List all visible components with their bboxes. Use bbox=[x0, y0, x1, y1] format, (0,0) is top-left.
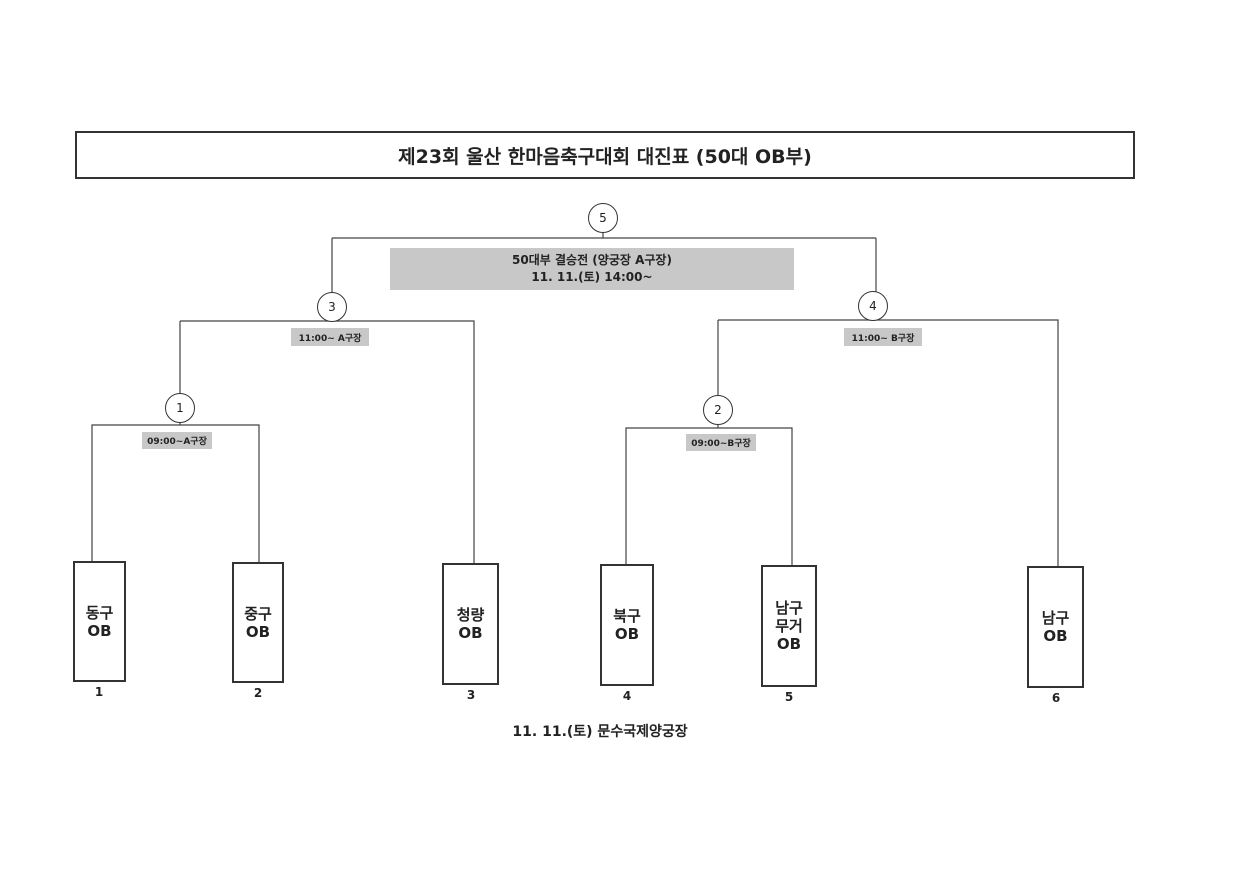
match-number-2: 2 bbox=[703, 395, 733, 425]
team-suffix-2: OB bbox=[776, 635, 802, 653]
team-name: 남구 bbox=[775, 599, 803, 617]
team-suffix: OB bbox=[1043, 627, 1068, 645]
team-name: 북구 bbox=[613, 607, 641, 625]
team-name: 청량 bbox=[456, 606, 485, 624]
team-box-1: 동구 OB bbox=[73, 561, 126, 682]
team-seed-2: 2 bbox=[253, 686, 263, 700]
match-4-label: 11:00~ B구장 bbox=[844, 328, 922, 346]
final-match-time: 11. 11.(토) 14:00~ bbox=[531, 270, 653, 284]
team-name: 남구 bbox=[1041, 609, 1070, 627]
bracket-line-match-3 bbox=[180, 320, 475, 563]
match-1-label: 09:00~A구장 bbox=[142, 432, 212, 449]
bracket-title: 제23회 울산 한마음축구대회 대진표 (50대 OB부) bbox=[75, 131, 1135, 179]
match-number-3: 3 bbox=[317, 292, 347, 322]
team-seed-4: 4 bbox=[622, 689, 632, 703]
team-box-2: 중구 OB bbox=[232, 562, 284, 683]
team-box-5: 남구 무거 OB bbox=[761, 565, 817, 687]
match-2-label: 09:00~B구장 bbox=[686, 434, 756, 451]
team-name: 동구 bbox=[85, 603, 114, 622]
bracket-line-match-4 bbox=[718, 319, 1059, 567]
final-match-label: 50대부 결승전 (양궁장 A구장) 11. 11.(토) 14:00~ bbox=[390, 248, 794, 290]
team-box-3: 청량 OB bbox=[442, 563, 499, 685]
team-suffix: OB bbox=[614, 625, 640, 643]
bracket-line-match-1 bbox=[91, 424, 260, 563]
team-seed-1: 1 bbox=[94, 685, 104, 699]
team-box-6: 남구 OB bbox=[1027, 566, 1084, 688]
venue-date-footer: 11. 11.(토) 문수국제양궁장 bbox=[512, 724, 688, 740]
final-match-title: 50대부 결승전 (양궁장 A구장) bbox=[512, 253, 672, 267]
team-suffix: OB bbox=[245, 622, 271, 641]
team-seed-3: 3 bbox=[466, 688, 476, 702]
team-name: 중구 bbox=[244, 604, 272, 623]
team-box-4: 북구 OB bbox=[600, 564, 654, 686]
team-seed-6: 6 bbox=[1051, 691, 1061, 705]
team-suffix: OB bbox=[458, 624, 483, 642]
team-suffix: OB bbox=[87, 621, 112, 640]
bracket-line-match-2 bbox=[625, 427, 793, 566]
match-3-label: 11:00~ A구장 bbox=[291, 328, 369, 346]
match-number-1: 1 bbox=[165, 393, 195, 423]
match-number-4: 4 bbox=[858, 291, 888, 321]
team-suffix: 무거 bbox=[775, 617, 803, 635]
team-seed-5: 5 bbox=[784, 690, 794, 704]
match-number-5: 5 bbox=[588, 203, 618, 233]
